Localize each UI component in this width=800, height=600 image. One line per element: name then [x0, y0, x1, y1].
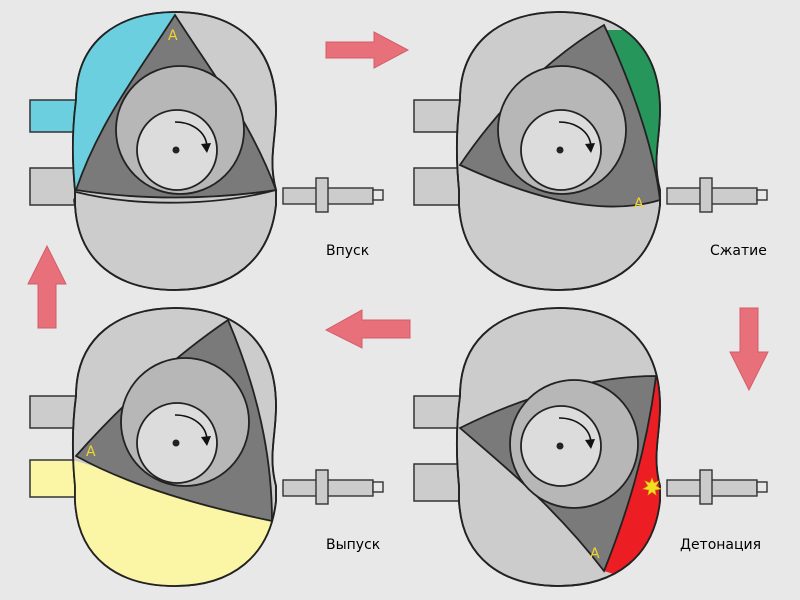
exhaust-port — [29, 167, 77, 206]
chamber-highlight — [604, 376, 660, 586]
rotation-arrowhead — [585, 143, 595, 153]
rotation-arrowhead — [201, 143, 211, 153]
chamber-highlight — [72, 461, 276, 586]
intake-port — [413, 395, 465, 429]
panel-intake: A Впуск — [29, 11, 384, 291]
spark-plug — [666, 469, 768, 505]
stage-label: Детонация — [680, 537, 761, 553]
exhaust-port — [413, 463, 461, 502]
stage-label: Впуск — [326, 243, 369, 259]
exhaust-port — [413, 167, 461, 206]
spark-plug — [282, 469, 384, 505]
spark-plug — [666, 177, 768, 213]
exhaust-port — [29, 459, 77, 498]
cycle-arrow-icon-up — [27, 244, 67, 329]
chamber-lower — [75, 189, 277, 204]
intake-port — [29, 395, 81, 429]
stage-label: Сжатие — [710, 243, 767, 259]
panel-exhaust: A Выпуск — [29, 307, 384, 587]
intake-port — [29, 99, 81, 133]
intake-port — [413, 99, 465, 133]
apex-label: A — [590, 546, 600, 562]
shaft-center — [556, 146, 564, 154]
cycle-arrow-icon-left — [324, 309, 411, 349]
panel-ignition: A Детонация — [413, 307, 768, 587]
rotation-arrowhead — [201, 436, 211, 446]
cycle-arrow-icon-right — [325, 31, 410, 69]
shaft-center — [172, 439, 180, 447]
shaft-center — [556, 442, 564, 450]
apex-label: A — [634, 196, 644, 212]
stage-label: Выпуск — [326, 537, 380, 553]
rotation-arrowhead — [585, 439, 595, 449]
apex-label: A — [86, 444, 96, 460]
panel-compression: A Сжатие — [413, 11, 768, 291]
shaft-center — [172, 146, 180, 154]
apex-label: A — [168, 28, 178, 44]
cycle-arrow-icon-down — [729, 307, 769, 392]
spark-icon — [642, 477, 662, 496]
spark-plug — [282, 177, 384, 213]
